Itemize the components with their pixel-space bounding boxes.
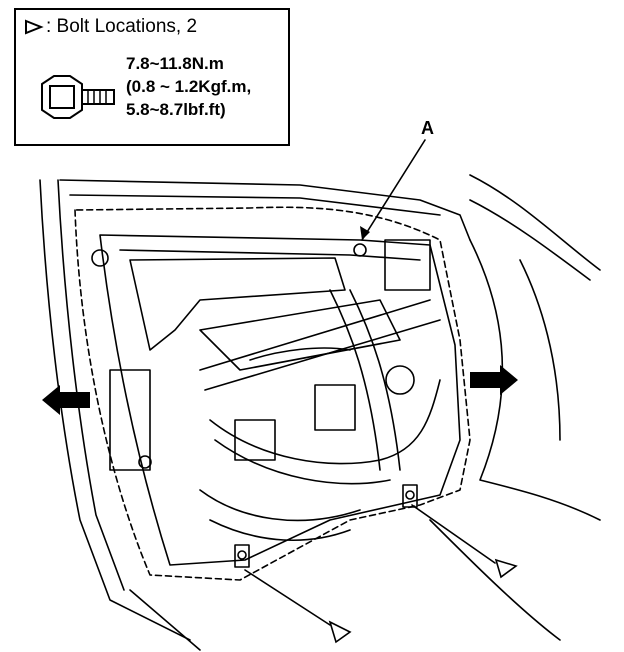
triangle-marker-icon bbox=[25, 19, 44, 35]
leader-line-bolt-2 bbox=[411, 504, 496, 564]
hinge-plate bbox=[109, 369, 151, 471]
body-pillar-right bbox=[469, 174, 601, 281]
window-regulator-rail bbox=[199, 299, 441, 391]
regulator-motor bbox=[234, 419, 276, 461]
arrow-left-icon bbox=[42, 385, 90, 415]
legend-title: : Bolt Locations, 2 bbox=[24, 16, 197, 38]
leader-line-bolt-1 bbox=[244, 569, 331, 626]
bolt-legend-box: : Bolt Locations, 2 7.8~11.8N.m (0.8 ~ 1… bbox=[14, 8, 290, 146]
bolt-location-2 bbox=[402, 484, 418, 508]
window-cutout bbox=[129, 257, 346, 351]
door-outer-frame bbox=[39, 179, 191, 641]
arrow-right-icon bbox=[470, 365, 518, 395]
leader-line-a bbox=[361, 139, 426, 241]
window-frame-top bbox=[59, 179, 471, 241]
cable bbox=[209, 379, 441, 465]
bolt-icon bbox=[41, 75, 115, 119]
bolt-location-1 bbox=[234, 544, 250, 568]
legend-label: : Bolt Locations, 2 bbox=[46, 16, 198, 37]
torque-lbf: 5.8~8.7lbf.ft) bbox=[126, 100, 226, 119]
callout-a-label: A bbox=[421, 118, 434, 138]
triangle-marker-icon bbox=[494, 558, 518, 579]
torque-nm: 7.8~11.8N.m bbox=[126, 54, 224, 73]
triangle-marker-icon bbox=[328, 620, 352, 644]
torque-kgf: (0.8 ~ 1.2Kgf.m, bbox=[126, 77, 252, 96]
inner-door-panel bbox=[99, 234, 461, 566]
torque-spec: 7.8~11.8N.m (0.8 ~ 1.2Kgf.m, 5.8~8.7lbf.… bbox=[126, 52, 251, 121]
door-seal-dashed bbox=[74, 206, 471, 581]
